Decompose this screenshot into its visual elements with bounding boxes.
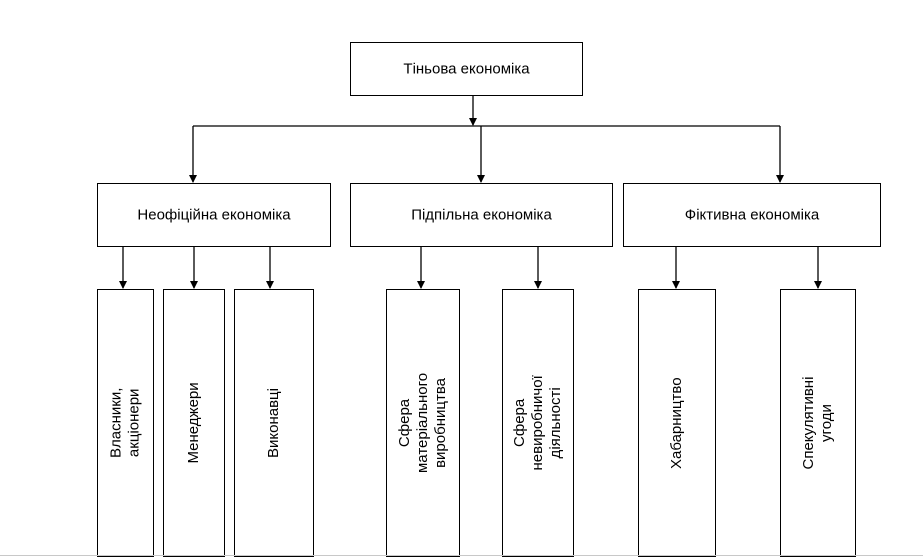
leaf-node-label: Менеджери — [185, 382, 202, 464]
leaf-node-managers: Менеджери — [163, 289, 225, 557]
root-node-label: Тіньова економіка — [403, 60, 530, 78]
category-node-label: Підпільна економіка — [411, 206, 552, 224]
leaf-node-label: Спекулятивні угоди — [800, 376, 835, 470]
category-node-underground: Підпільна економіка — [350, 183, 613, 247]
leaf-node-bribery: Хабарництво — [638, 289, 716, 557]
leaf-node-speculative: Спекулятивні угоди — [780, 289, 856, 557]
category-node-unofficial: Неофіційна економіка — [97, 183, 331, 247]
category-node-fictitious: Фіктивна економіка — [623, 183, 881, 247]
leaf-node-material-production: Сфера матеріального виробництва — [386, 289, 460, 557]
leaf-node-executors: Виконавці — [234, 289, 314, 557]
category-node-label: Неофіційна економіка — [137, 206, 291, 224]
root-node: Тіньова економіка — [350, 42, 583, 96]
leaf-node-label: Хабарництво — [668, 377, 685, 469]
leaf-node-non-production: Сфера невиробничої діяльності — [502, 289, 574, 557]
leaf-node-label: Власники, акціонери — [107, 387, 143, 458]
leaf-node-label: Сфера невиробничої діяльності — [511, 375, 564, 471]
leaf-node-owners: Власники, акціонери — [97, 289, 154, 557]
category-node-label: Фіктивна економіка — [684, 206, 820, 224]
leaf-node-label: Сфера матеріального виробництва — [396, 372, 449, 473]
leaf-node-label: Виконавці — [265, 388, 282, 458]
page-bottom-divider — [0, 555, 923, 556]
